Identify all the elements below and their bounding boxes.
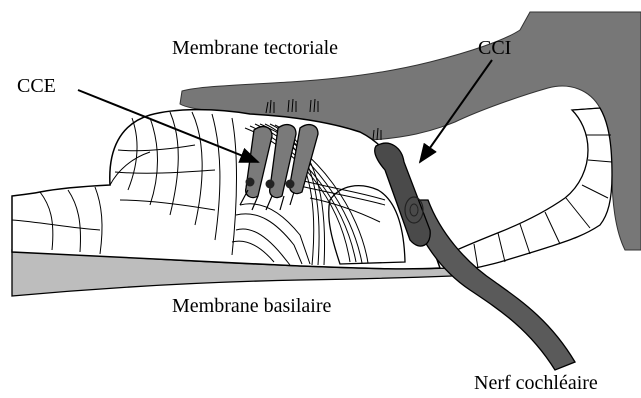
label-tectorial-membrane: Membrane tectoriale	[172, 38, 338, 58]
label-basilar-membrane: Membrane basilaire	[172, 296, 331, 316]
label-inner-hair-cell: CCI	[478, 38, 511, 58]
label-cochlear-nerve: Nerf cochléaire	[474, 373, 598, 393]
spiral-ligament-cells	[446, 108, 612, 270]
label-outer-hair-cells: CCE	[17, 76, 56, 96]
